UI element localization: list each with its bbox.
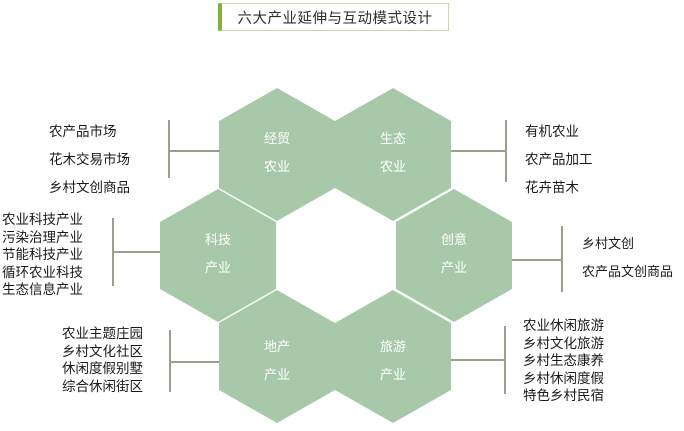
hex-keji-line1: 科技: [204, 233, 231, 248]
hex-shengtai-line2: 农业: [379, 160, 406, 175]
list-item: 乡村文创: [582, 237, 635, 252]
list-item: 污染治理产业: [2, 229, 83, 246]
list-item: 乡村文创商品: [49, 180, 130, 196]
list-item: 有机农业: [525, 124, 579, 140]
list-item: 农业科技产业: [2, 212, 83, 228]
hex-label-keji: 科技 产业: [183, 227, 253, 283]
list-lvyou: 农业休闲旅游 乡村文化旅游 乡村生态康养 乡村休闲度假 特色乡村民宿: [523, 318, 604, 406]
hex-lvyou-line2: 产业: [379, 368, 406, 383]
hex-label-shengtai: 生态 农业: [358, 126, 428, 182]
list-item: 农业主题庄园: [62, 326, 143, 342]
hex-jingmao-line1: 经贸: [263, 132, 290, 147]
list-item: 农产品加工: [525, 152, 593, 168]
hex-label-dichan: 地产 产业: [242, 334, 312, 390]
list-item: 综合休闲街区: [62, 378, 143, 395]
list-item: 花木交易市场: [49, 152, 130, 168]
hex-chuangyi-line1: 创意: [440, 233, 467, 248]
list-item: 乡村文化旅游: [523, 335, 604, 352]
hex-jingmao-line2: 农业: [263, 160, 290, 175]
list-item: 乡村生态康养: [523, 353, 604, 369]
list-item: 农业休闲旅游: [523, 318, 604, 334]
list-item: 休闲度假别墅: [62, 361, 143, 377]
list-item: 循环农业科技: [2, 264, 83, 281]
list-item: 特色乡村民宿: [523, 388, 604, 404]
hex-label-chuangyi: 创意 产业: [419, 227, 489, 283]
list-item: 乡村文化社区: [62, 343, 143, 360]
hex-jingmao: [219, 88, 335, 221]
hex-lvyou-line1: 旅游: [379, 340, 406, 355]
list-dichan: 农业主题庄园 乡村文化社区 休闲度假别墅 综合休闲街区: [62, 326, 143, 396]
list-item: 农产品文创商品: [582, 265, 674, 280]
diagram-title: 六大产业延伸与互动模式设计: [218, 3, 449, 31]
hex-keji-line2: 产业: [204, 261, 231, 276]
hex-shengtai-line1: 生态: [379, 132, 406, 147]
hex-shengtai: [335, 88, 451, 221]
hex-label-jingmao: 经贸 农业: [242, 126, 312, 182]
hex-lvyou: [335, 290, 451, 423]
hex-label-lvyou: 旅游 产业: [358, 334, 428, 390]
hex-chuangyi-line2: 产业: [440, 261, 467, 276]
list-jingmao: 农产品市场 花木交易市场 乡村文创商品: [49, 118, 130, 202]
list-keji: 农业科技产业 污染治理产业 节能科技产业 循环农业科技 生态信息产业: [2, 212, 83, 300]
list-item: 生态信息产业: [2, 282, 83, 298]
hex-keji: [160, 189, 276, 322]
hex-dichan: [219, 290, 335, 423]
list-shengtai: 有机农业 农产品加工 花卉苗木: [525, 118, 593, 202]
list-item: 花卉苗木: [525, 180, 579, 196]
diagram-title-text: 六大产业延伸与互动模式设计: [237, 10, 433, 27]
hex-chuangyi: [396, 189, 512, 322]
list-item: 乡村休闲度假: [523, 370, 604, 387]
list-item: 农产品市场: [49, 124, 117, 140]
list-item: 节能科技产业: [2, 247, 83, 263]
hex-dichan-line2: 产业: [263, 368, 290, 383]
list-chuangyi: 乡村文创 农产品文创商品: [582, 231, 673, 287]
hex-dichan-line1: 地产: [263, 340, 290, 355]
